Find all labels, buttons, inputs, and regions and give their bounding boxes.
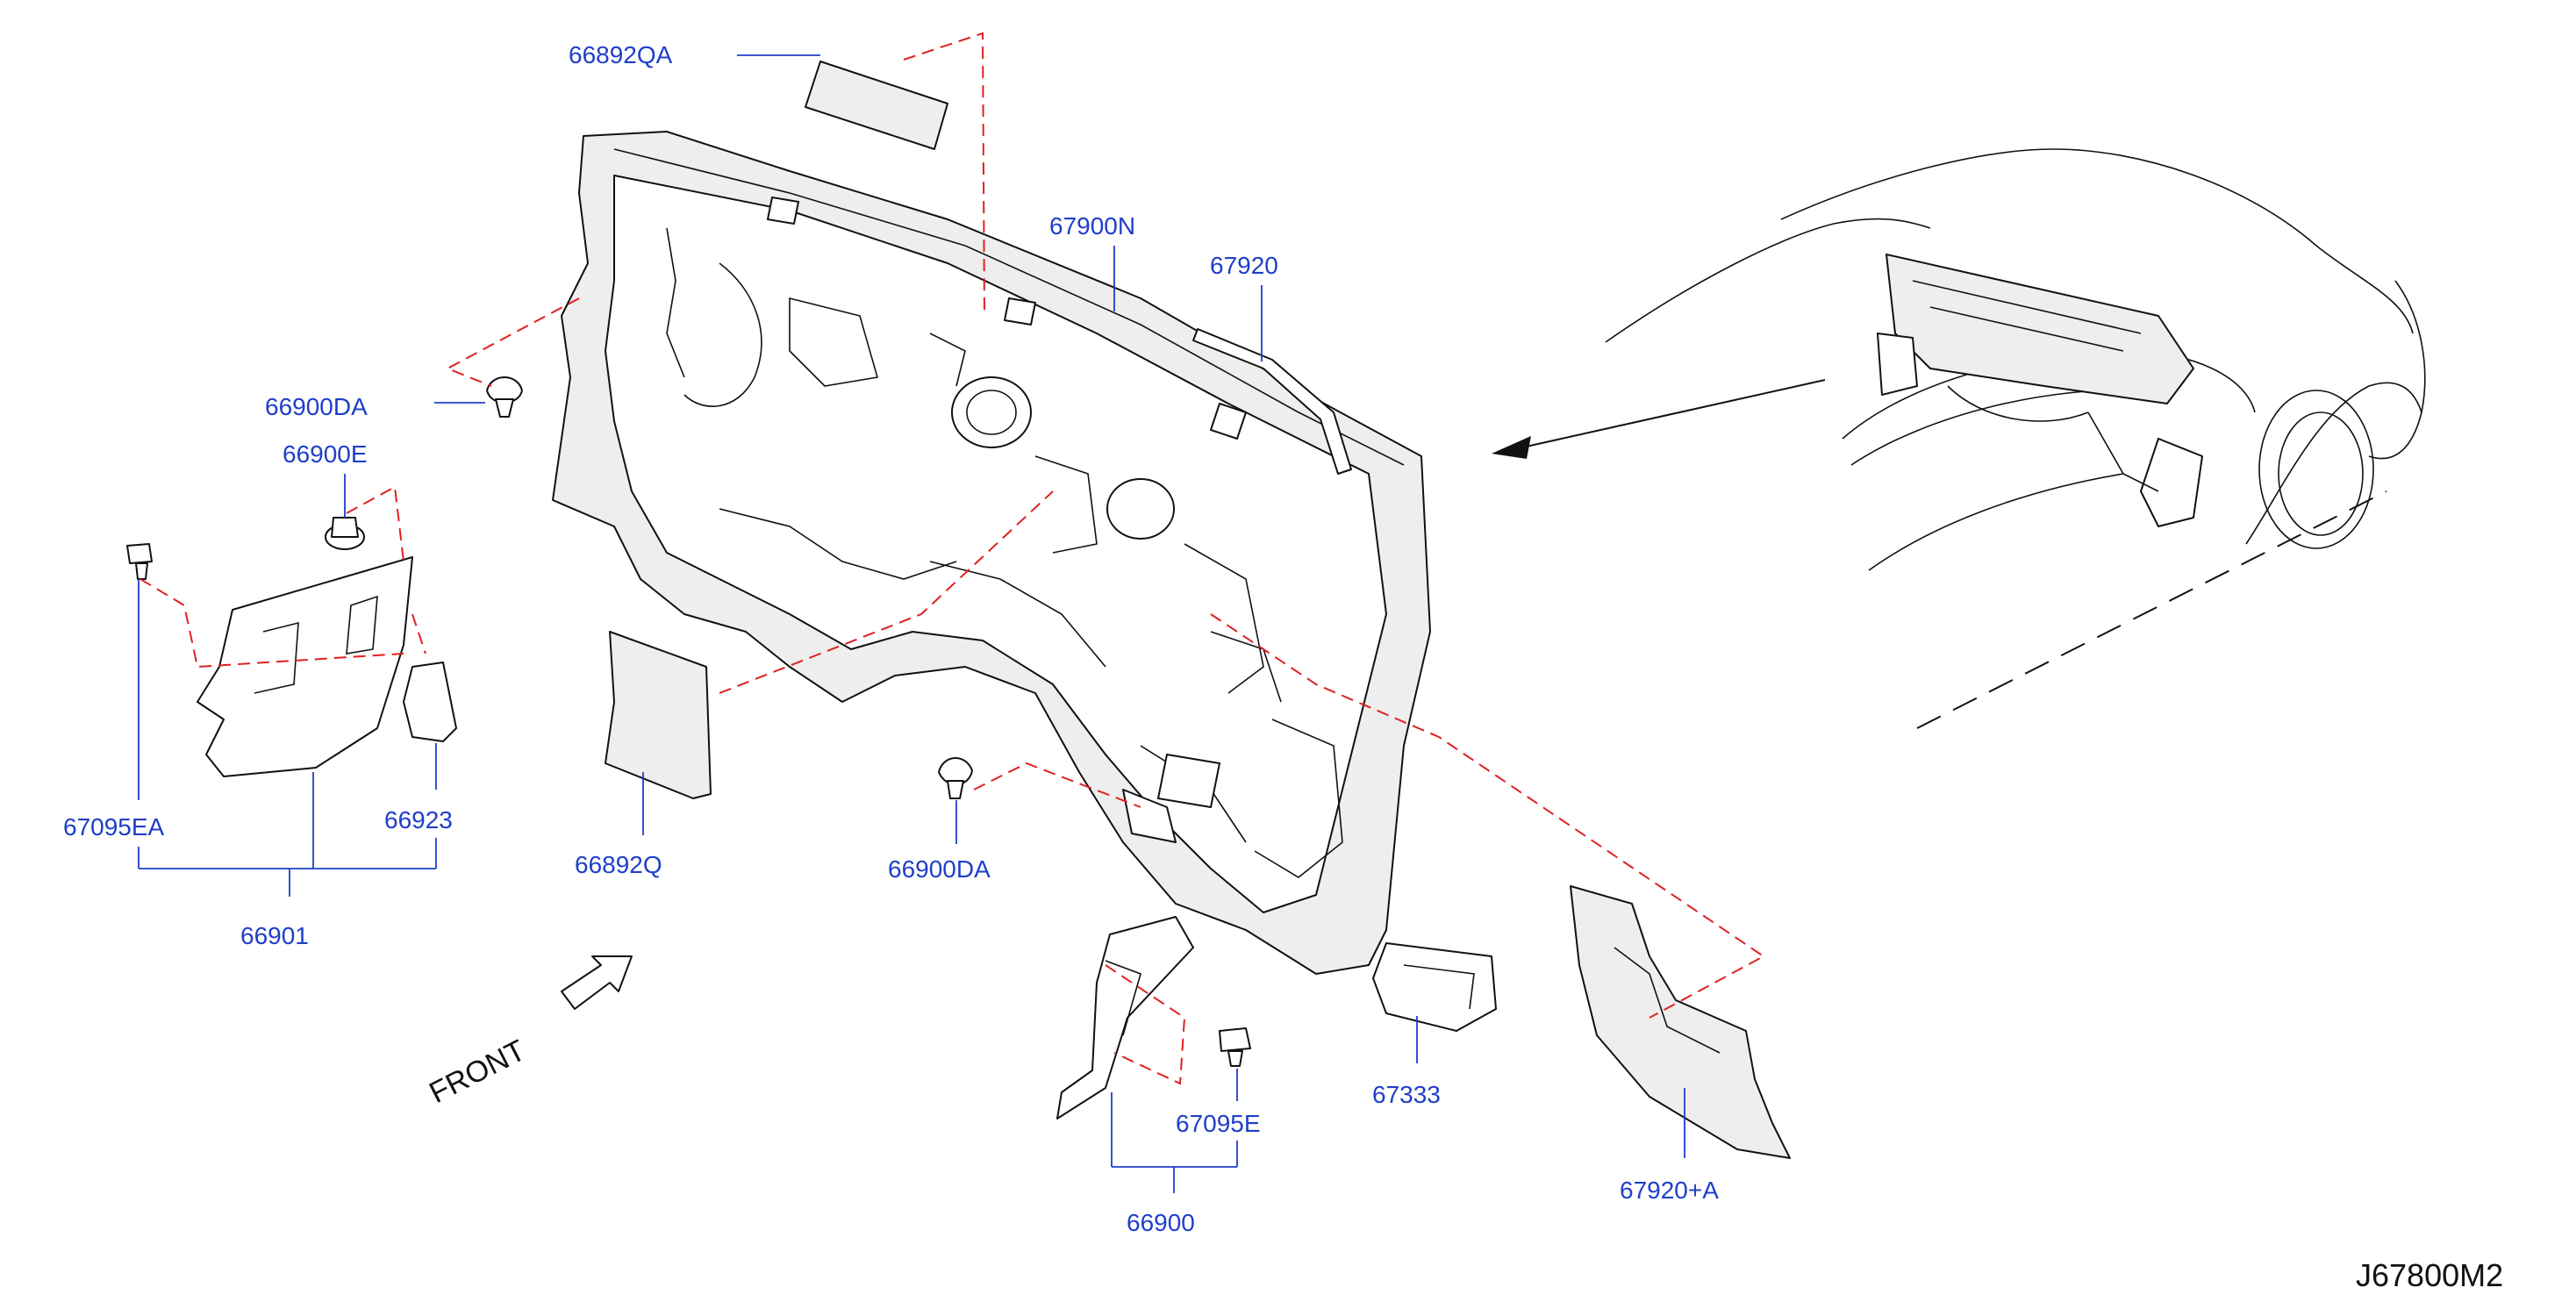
bracket-66901 (197, 556, 413, 777)
vehicle-inset (1605, 148, 2426, 571)
phantom-lines (140, 32, 1765, 1085)
callout-67095EA: 67095EA (63, 813, 165, 841)
clip-66923 (403, 662, 457, 742)
callout-66923: 66923 (384, 806, 453, 833)
callout-labels: 66892QA 67900N 67920 66900DA 66900E 6709… (63, 41, 1719, 1236)
callout-66901: 66901 (240, 922, 309, 949)
front-arrow (561, 955, 633, 1010)
callout-67095E: 67095E (1176, 1110, 1261, 1137)
leader-lines (138, 54, 1685, 1193)
callout-66900DA-mid: 66900DA (888, 855, 991, 883)
callout-66892QA: 66892QA (569, 41, 673, 68)
dash-insulator-67900N (552, 131, 1431, 975)
screw-67095E (1219, 1027, 1251, 1067)
callout-67920A: 67920+A (1620, 1177, 1719, 1204)
clip-66900DA-top (486, 376, 523, 418)
strip-67920 (1192, 328, 1352, 475)
pad-66892Q (605, 631, 712, 799)
insulator-67920A (1570, 885, 1791, 1159)
insulator-67333 (1372, 942, 1497, 1032)
front-label: FRONT (424, 1034, 531, 1110)
section-line (1916, 490, 2387, 729)
pad-66892QA (805, 61, 948, 150)
callout-67900N: 67900N (1049, 212, 1135, 240)
screw-66900E (325, 517, 365, 550)
callout-67920: 67920 (1210, 252, 1278, 279)
callout-66900DA-top: 66900DA (265, 393, 368, 420)
screw-67095EA (126, 543, 153, 580)
callout-66892Q: 66892Q (575, 851, 662, 878)
reference-code: J67800M2 (2356, 1257, 2503, 1293)
callout-66900: 66900 (1127, 1209, 1195, 1236)
callout-66900E: 66900E (283, 440, 368, 468)
callout-67333: 67333 (1372, 1081, 1441, 1108)
bracket-66900 (1056, 916, 1194, 1120)
direction-arrow (1492, 379, 1826, 459)
clip-66900DA-mid (938, 757, 973, 799)
